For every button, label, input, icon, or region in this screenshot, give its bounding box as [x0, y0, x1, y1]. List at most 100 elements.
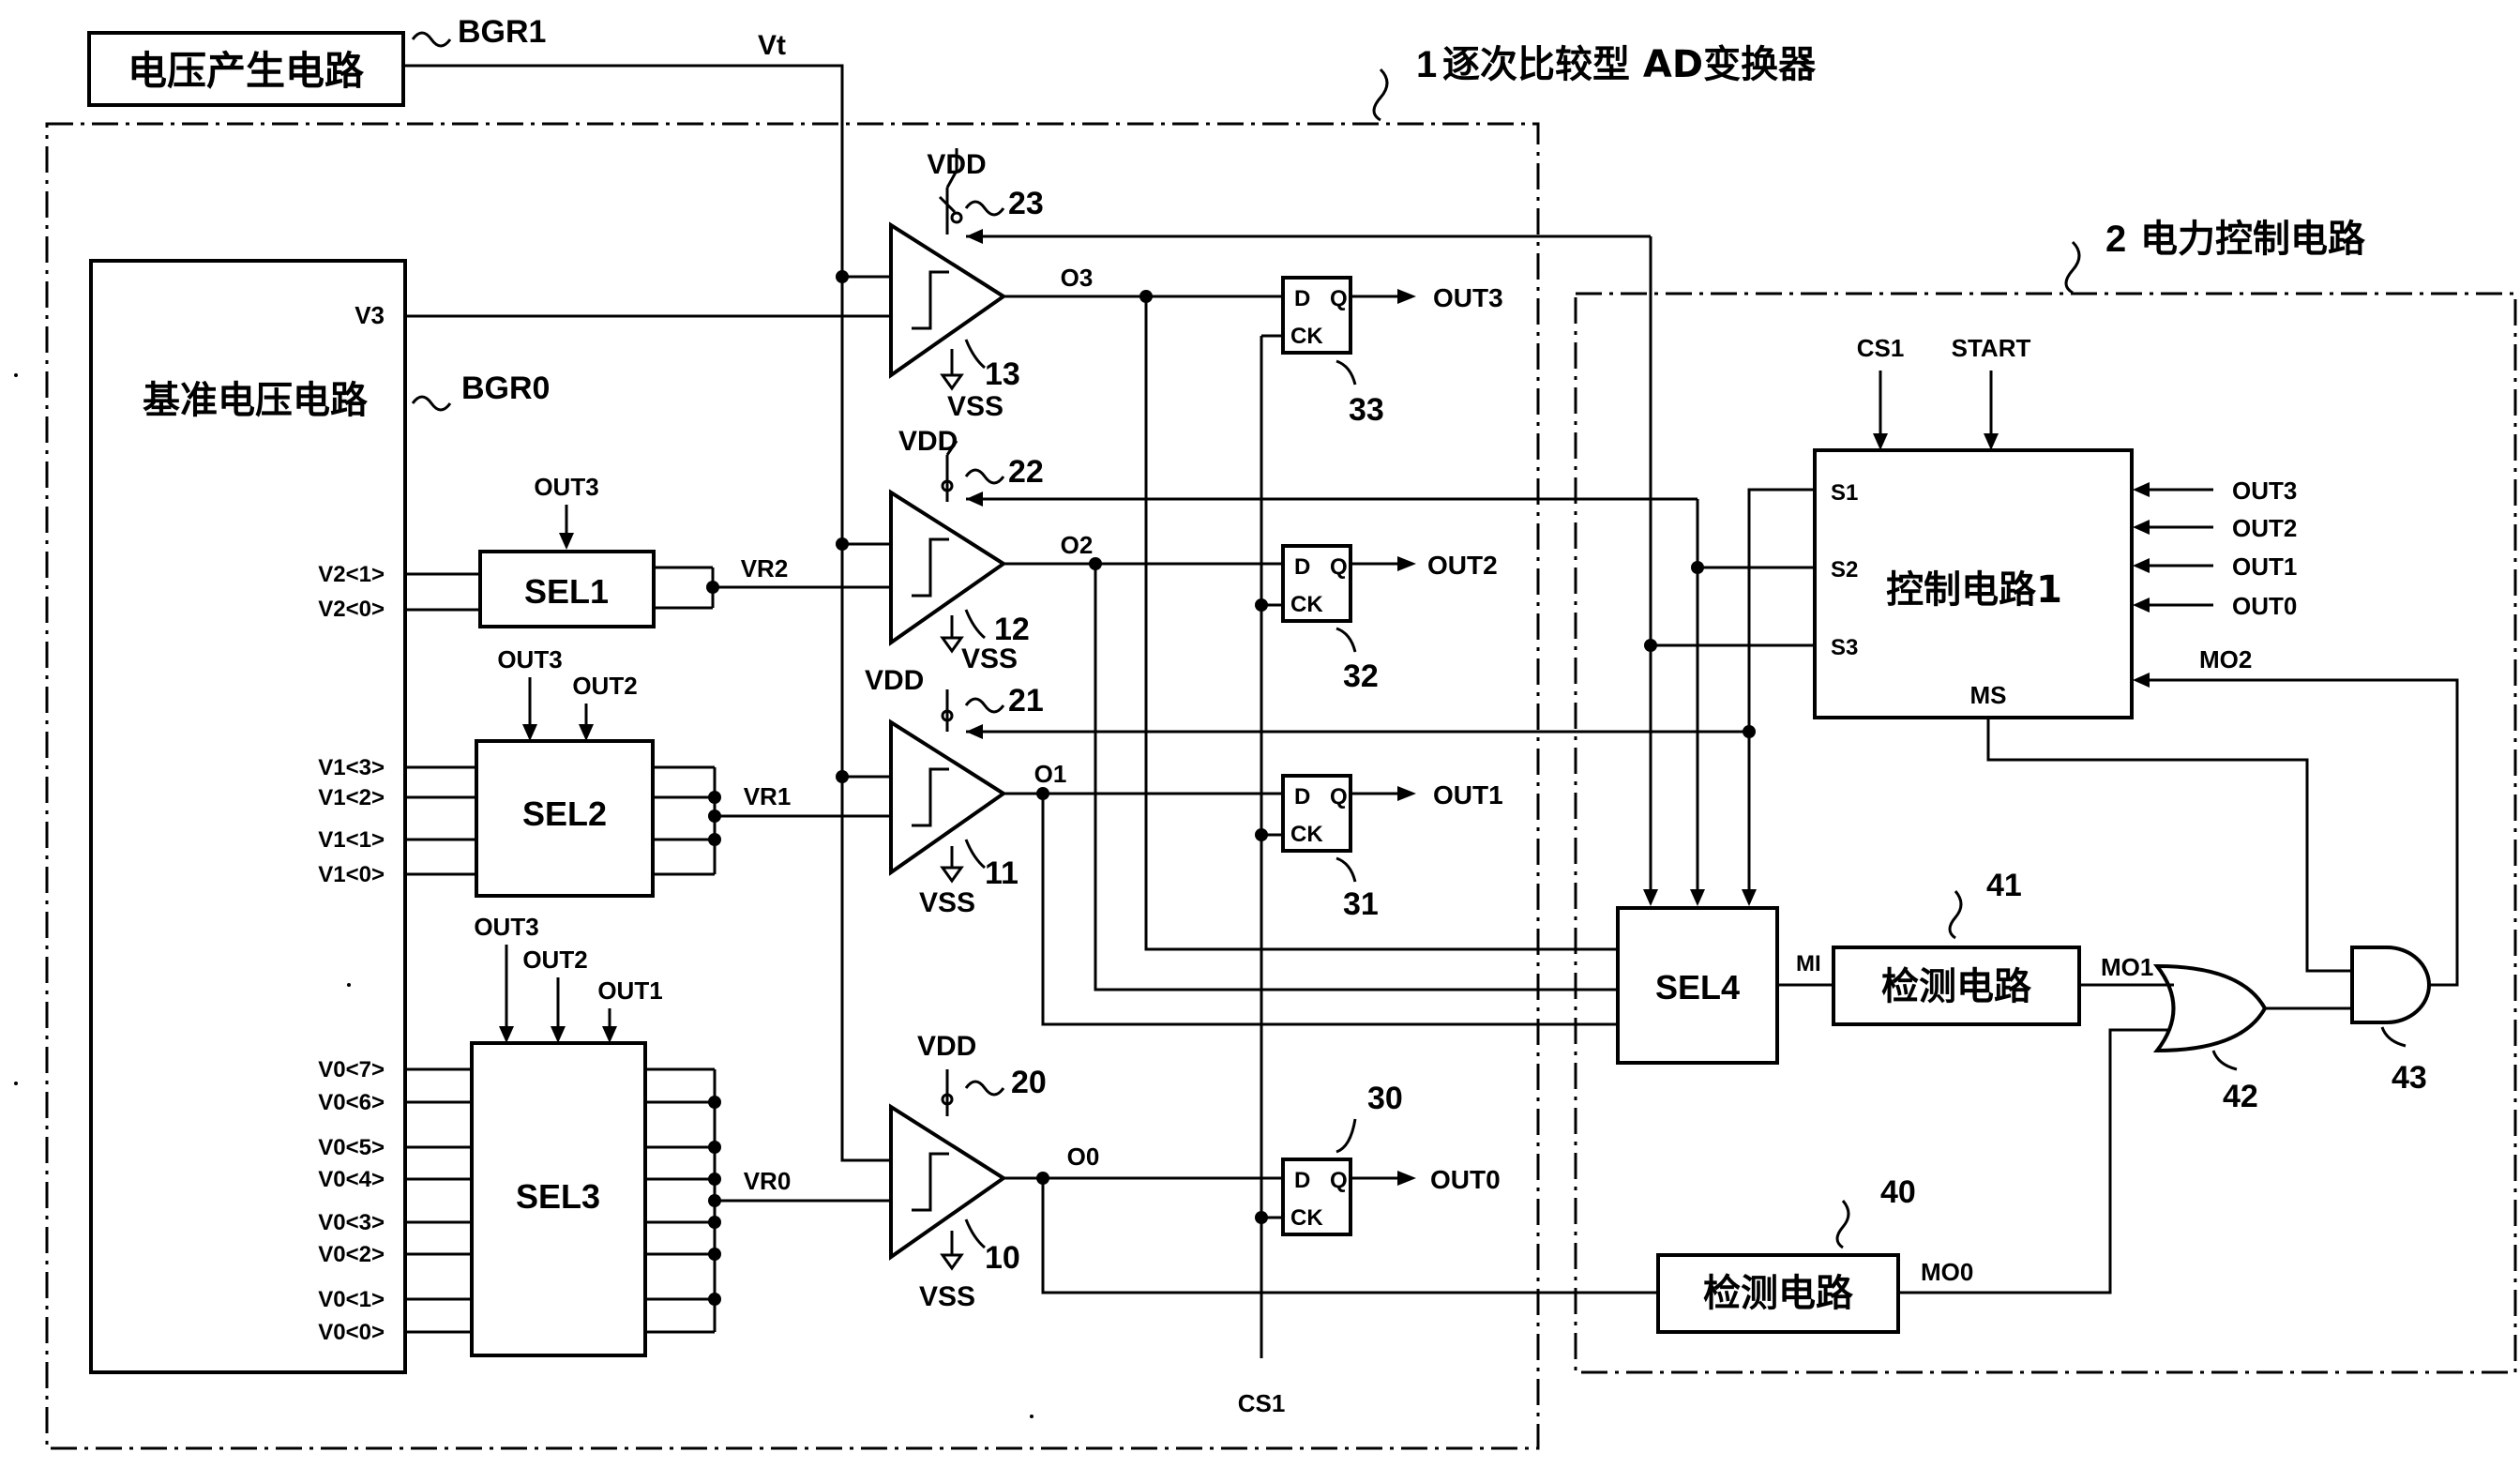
ref-30: 30: [1367, 1081, 1403, 1116]
pin-v1-3: V1<3>: [318, 755, 385, 780]
sel3-ctl-out3: OUT3: [474, 913, 538, 941]
o3-label: O3: [1061, 264, 1094, 292]
ff31-q: Q: [1330, 784, 1348, 810]
ref-32: 32: [1343, 658, 1379, 694]
pin-v0-4: V0<4>: [318, 1167, 385, 1192]
sel2-label: SEL2: [522, 794, 607, 833]
vdd-label-21: VDD: [865, 665, 924, 696]
comparator-10: VDD 20 VSS 10: [889, 1031, 1047, 1312]
pin-v0-2: V0<2>: [318, 1242, 385, 1267]
s1-label: S1: [1831, 480, 1858, 506]
cs1-top-label: CS1: [1857, 334, 1905, 362]
pin-v0-6: V0<6>: [318, 1090, 385, 1115]
sel3-block: SEL3 OUT3 OUT2 OUT1: [470, 913, 717, 1357]
sel2-block: SEL2 OUT3 OUT2: [475, 645, 717, 898]
switch-control-wires: [966, 229, 1757, 906]
o0-label: O0: [1067, 1143, 1100, 1171]
or-gate-42: 42: [2152, 963, 2352, 1114]
ff31-ck: CK: [1290, 822, 1323, 847]
detection-circuit-40: 检测电路 40 MO0: [1656, 1028, 2174, 1334]
sel4-label: SEL4: [1655, 968, 1740, 1006]
sel3-ctl-out1: OUT1: [597, 976, 662, 1005]
comparator-11: VDD 21 VSS 11: [865, 665, 1044, 918]
pin-v2-1: V2<1>: [318, 562, 385, 587]
comparator-outputs: O3 O2 O1 O0: [1003, 264, 1658, 1294]
cs1-clock-net: CS1: [1238, 334, 1286, 1417]
vdd-label-23: VDD: [927, 149, 986, 180]
det40-label: 检测电路: [1703, 1272, 1854, 1315]
in-out3-label: OUT3: [2232, 477, 2297, 505]
flipflop-31: D Q CK OUT1 31: [1281, 774, 1503, 922]
vt-label: Vt: [758, 30, 786, 61]
pin-v3: V3: [355, 301, 385, 329]
flipflop-33: D Q CK OUT3 33: [1281, 276, 1503, 428]
sel1-ctl-out3: OUT3: [534, 473, 598, 501]
pin-v0-7: V0<7>: [318, 1057, 385, 1082]
ref-31: 31: [1343, 886, 1379, 922]
ms-label: MS: [1970, 681, 2007, 709]
ff30-d: D: [1294, 1168, 1310, 1193]
vss-label-12: VSS: [961, 643, 1018, 674]
detection-circuit-41: 检测电路 41 MO1: [1832, 868, 2166, 1026]
sel2-ctl-out3: OUT3: [497, 645, 562, 673]
power-control-boundary: [1574, 292, 2517, 1374]
ref-42: 42: [2223, 1079, 2258, 1114]
out2-label: OUT2: [1427, 551, 1498, 580]
ff30-q: Q: [1330, 1168, 1348, 1193]
ref-41: 41: [1986, 868, 2022, 903]
ref-43: 43: [2392, 1060, 2427, 1096]
pin-v1-0: V1<0>: [318, 862, 385, 887]
pin-v0-3: V0<3>: [318, 1210, 385, 1235]
in-out1-label: OUT1: [2232, 552, 2297, 581]
ref-11: 11: [985, 855, 1019, 891]
ff31-d: D: [1294, 784, 1310, 810]
vr0-label: VR0: [744, 1167, 792, 1195]
ref-23: 23: [1008, 186, 1044, 221]
sel1-block: SEL1 OUT3: [478, 473, 715, 628]
ff32-q: Q: [1330, 554, 1348, 580]
in-out2-label: OUT2: [2232, 514, 2297, 542]
mi-label: MI: [1796, 951, 1821, 976]
ff30-ck: CK: [1290, 1205, 1323, 1231]
vr2-label: VR2: [741, 554, 789, 583]
mo2-label: MO2: [2199, 645, 2252, 673]
and-gate-43: 43: [2350, 946, 2431, 1096]
bgr0-ref: BGR0: [461, 371, 550, 406]
out3-label: OUT3: [1433, 283, 1503, 312]
sel3-label: SEL3: [516, 1177, 600, 1216]
sel1-label: SEL1: [524, 572, 609, 611]
ref-12: 12: [994, 612, 1030, 647]
adc-boundary: [45, 122, 1540, 1450]
s3-label: S3: [1831, 635, 1858, 660]
reference-voltage-circuit: 基准电压电路 BGR0 V3 V2<1> V2<0> V1<3> V1<2> V…: [89, 259, 550, 1374]
flipflop-30: D Q CK OUT0 30: [1281, 1081, 1501, 1236]
start-label: START: [1952, 334, 2031, 362]
o1-label: O1: [1034, 760, 1067, 788]
vref-label: 基准电压电路: [143, 379, 369, 422]
ref-13: 13: [985, 356, 1020, 392]
ref-10: 10: [985, 1240, 1020, 1276]
comparator-12: VDD 22 VSS 12: [889, 426, 1044, 674]
vdd-label-20: VDD: [917, 1031, 976, 1062]
ff32-ck: CK: [1290, 592, 1323, 617]
s2-label: S2: [1831, 557, 1858, 583]
mo0-label: MO0: [1921, 1258, 1973, 1286]
pin-v2-0: V2<0>: [318, 597, 385, 622]
pin-v1-2: V1<2>: [318, 785, 385, 810]
pin-v0-1: V0<1>: [318, 1287, 385, 1312]
comparator-13: VDD 23 VSS 13: [889, 148, 1044, 422]
det41-label: 检测电路: [1881, 965, 2032, 1008]
voltage-generation-circuit: 电压产生电路 BGR1 Vt: [87, 14, 786, 107]
vss-label-11: VSS: [919, 887, 975, 918]
flipflop-32: D Q CK OUT2 32: [1281, 544, 1498, 694]
control-title: 控制电路1: [1886, 568, 2062, 612]
reference-pin-wires: [405, 314, 898, 1334]
cs1-bottom-label: CS1: [1238, 1389, 1286, 1417]
mo1-label: MO1: [2101, 953, 2153, 981]
ff33-ck: CK: [1290, 324, 1323, 349]
pin-v0-0: V0<0>: [318, 1320, 385, 1345]
sel3-ctl-out2: OUT2: [522, 946, 587, 974]
ff32-d: D: [1294, 554, 1310, 580]
bgr1-ref: BGR1: [458, 14, 546, 50]
